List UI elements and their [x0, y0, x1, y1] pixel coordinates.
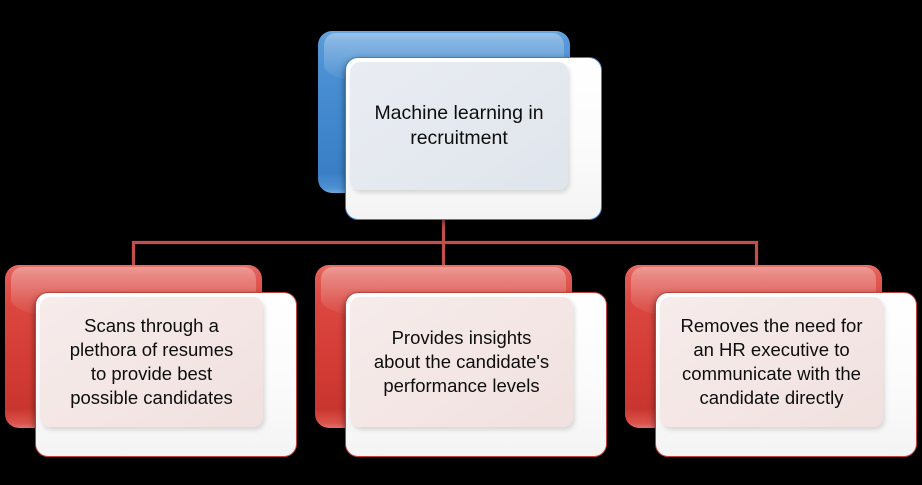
node-child-2-card: Provides insights about the candidate's …	[345, 292, 607, 457]
node-child-1[interactable]: Scans through a plethora of resumes to p…	[5, 265, 297, 457]
node-root[interactable]: Machine learning in recruitment	[318, 31, 602, 220]
node-root-inner-panel: Machine learning in recruitment	[350, 62, 568, 190]
node-child-2-inner-panel: Provides insights about the candidate's …	[350, 297, 573, 427]
node-child-3[interactable]: Removes the need for an HR executive to …	[625, 265, 917, 457]
node-child-1-inner-panel: Scans through a plethora of resumes to p…	[40, 297, 263, 427]
node-child-3-inner-panel: Removes the need for an HR executive to …	[660, 297, 883, 427]
node-root-card: Machine learning in recruitment	[345, 57, 602, 220]
node-child-3-label: Removes the need for an HR executive to …	[680, 314, 863, 409]
node-child-2[interactable]: Provides insights about the candidate's …	[315, 265, 607, 457]
node-child-1-card: Scans through a plethora of resumes to p…	[35, 292, 297, 457]
node-child-3-card: Removes the need for an HR executive to …	[655, 292, 917, 457]
node-child-2-label: Provides insights about the candidate's …	[373, 326, 550, 397]
node-root-label: Machine learning in recruitment	[374, 101, 544, 149]
node-child-1-label: Scans through a plethora of resumes to p…	[69, 314, 234, 409]
